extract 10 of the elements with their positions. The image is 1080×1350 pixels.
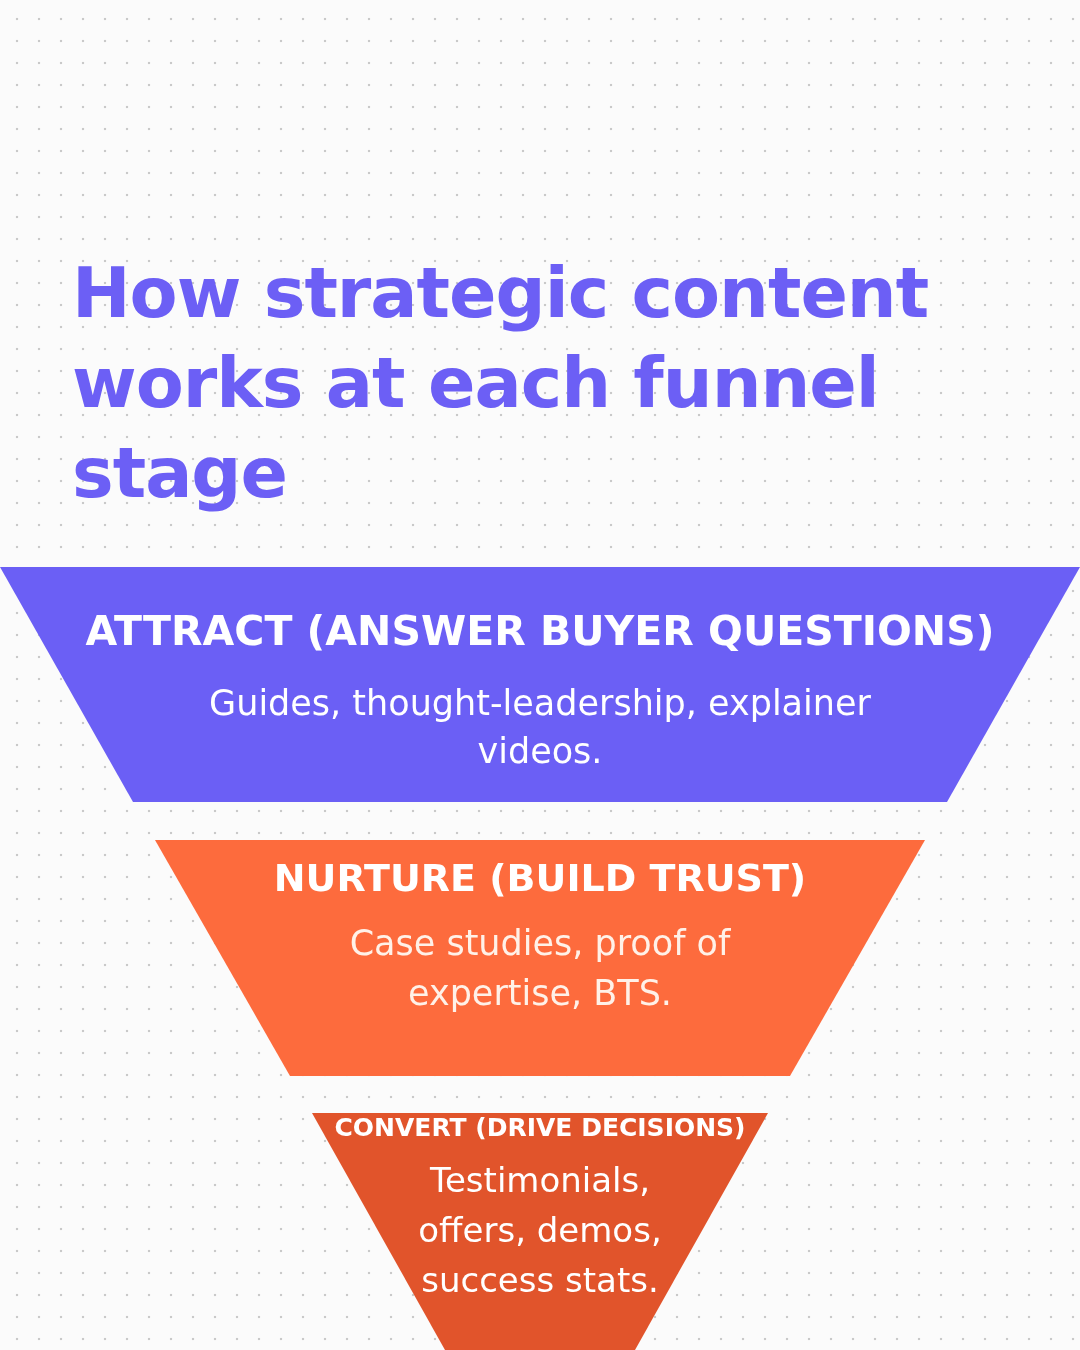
- stage-heading: ATTRACT (ANSWER BUYER QUESTIONS): [84, 606, 996, 657]
- stage-heading: NURTURE (BUILD TRUST): [272, 855, 808, 902]
- stage-description: Guides, thought-leadership, explainer videos.: [208, 682, 872, 773]
- funnel-stage: [155, 840, 925, 1076]
- stage-description: Testimonials, offers, demos, success stats.: [417, 1159, 663, 1302]
- stage-description: Case studies, proof of expertise, BTS.: [348, 922, 732, 1015]
- stage-heading: CONVERT (DRIVE DECISIONS): [333, 1112, 747, 1144]
- funnel-stage: [0, 567, 1080, 802]
- funnel-stage: [312, 1113, 768, 1350]
- title: How strategic content works at each funnel stage: [72, 251, 930, 516]
